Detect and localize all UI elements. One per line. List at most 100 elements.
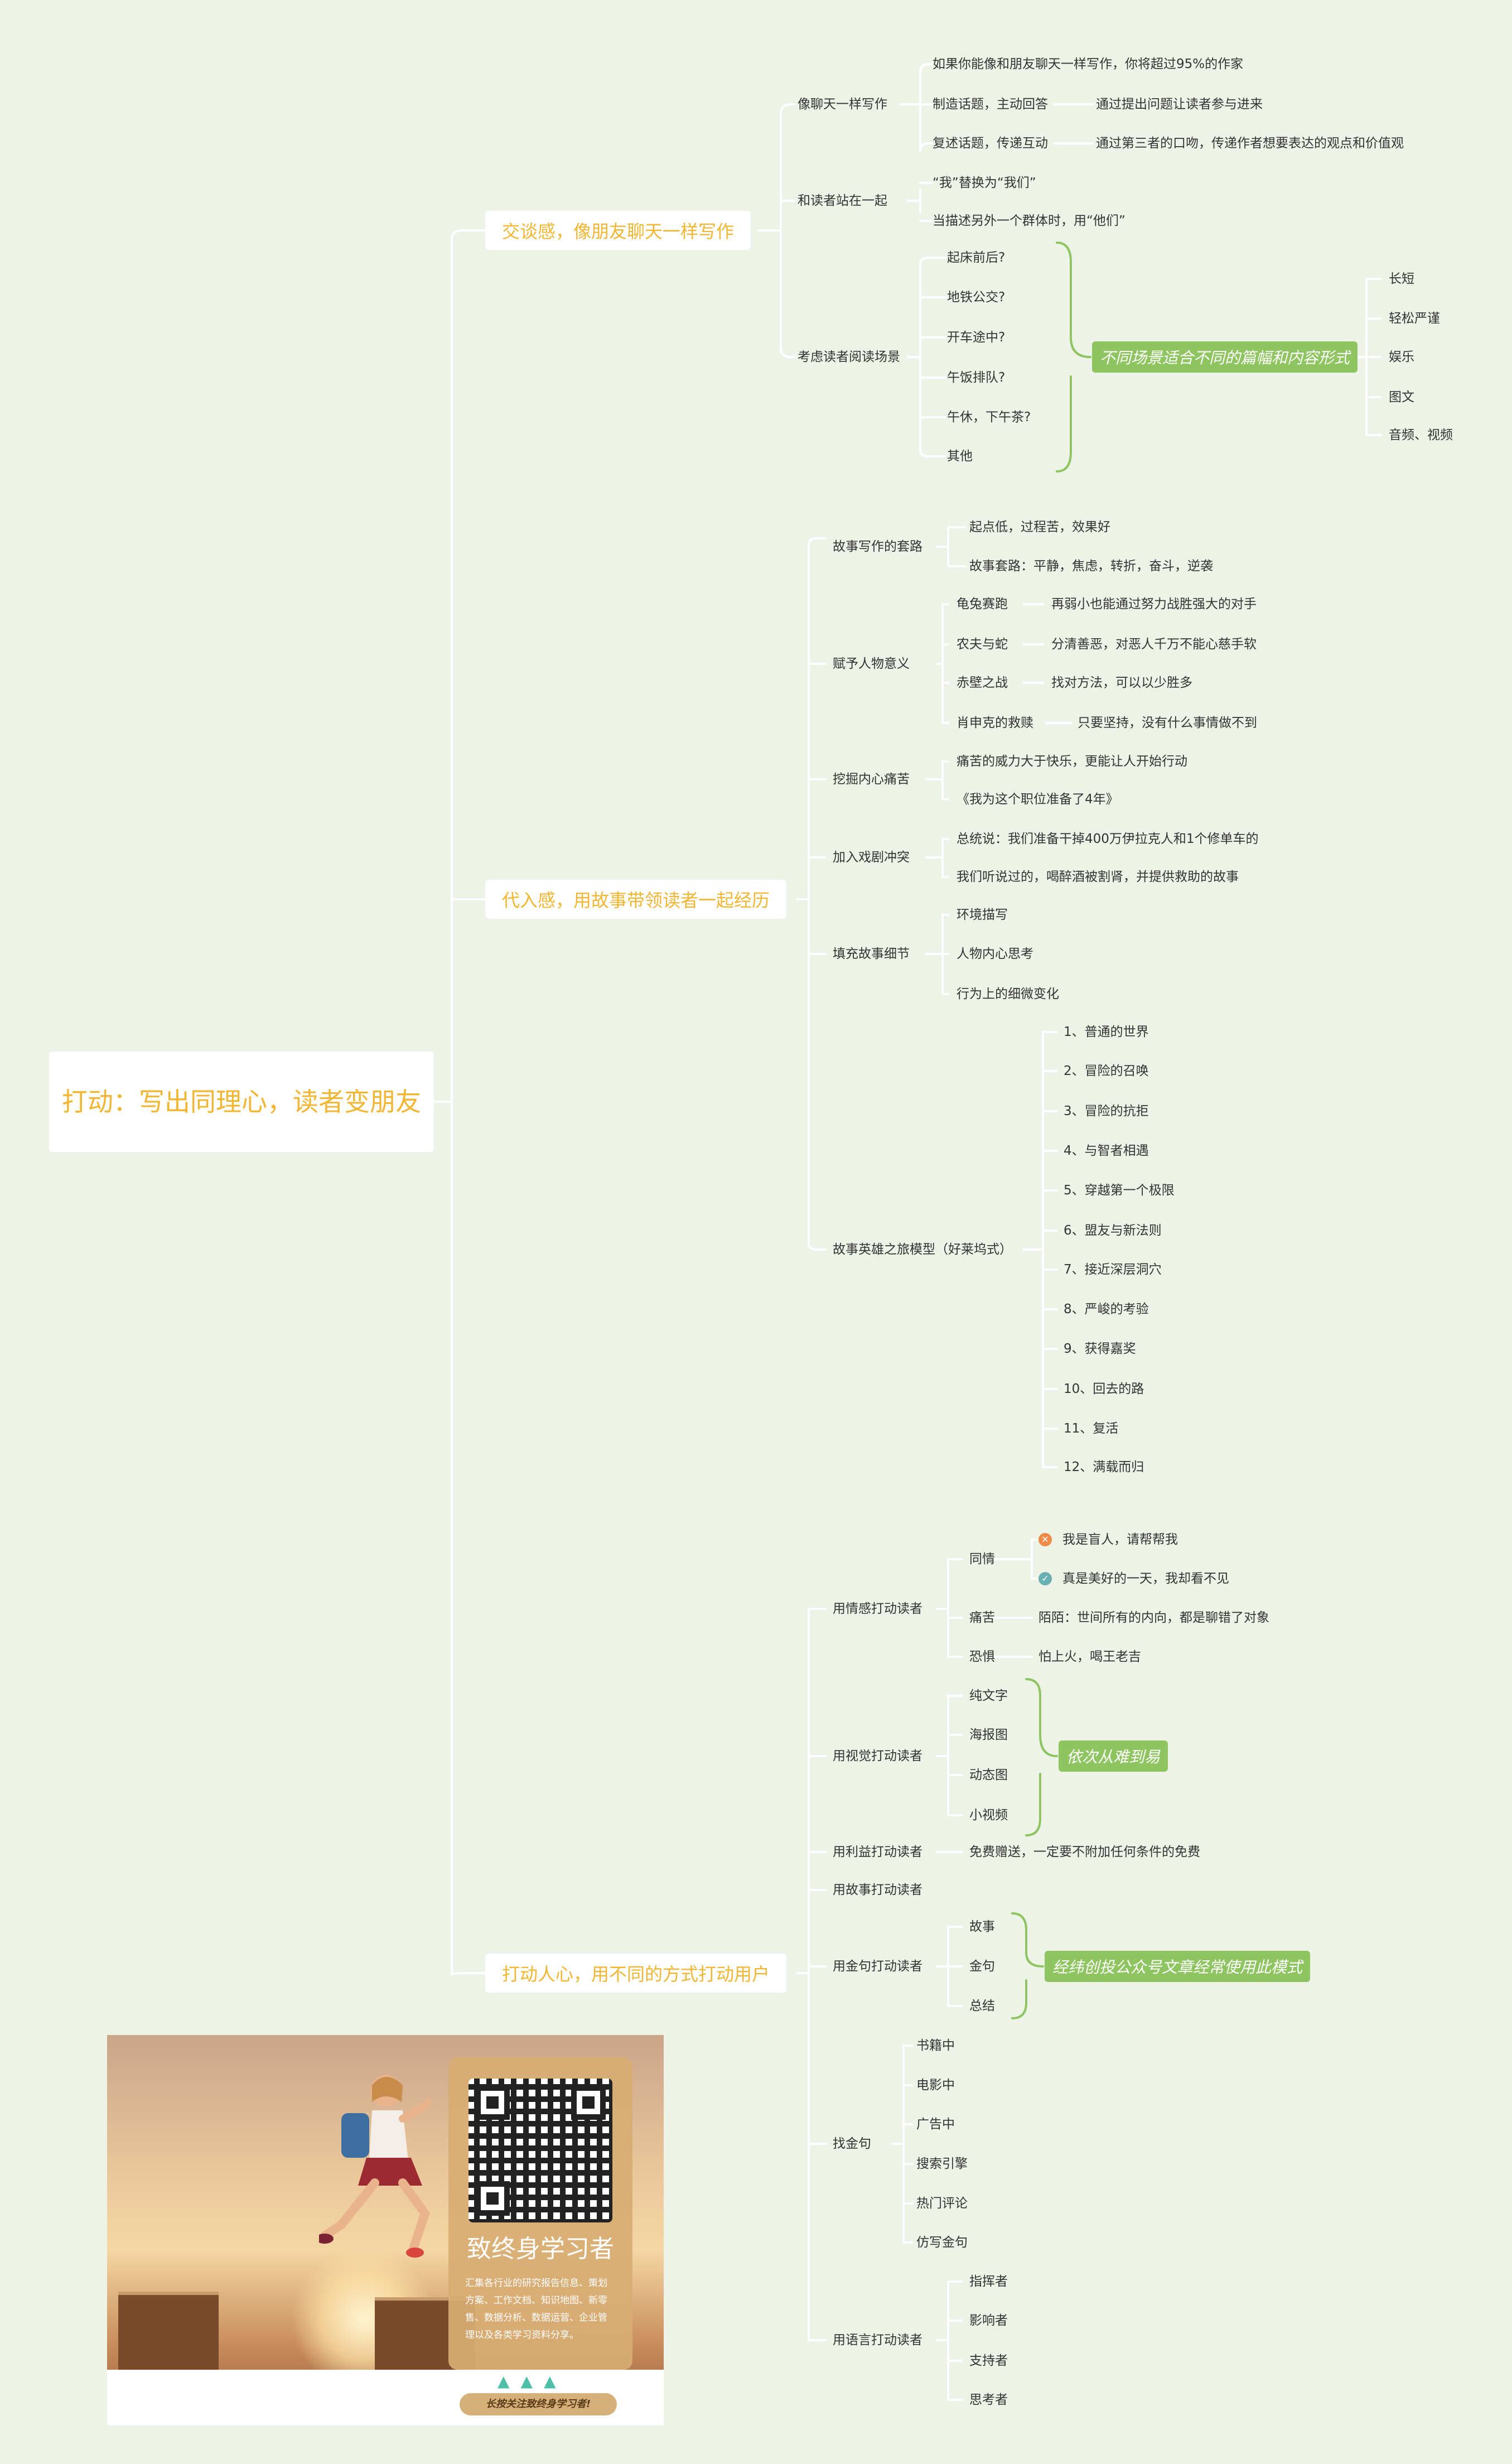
topic-detail[interactable]: 填充故事细节 (833, 946, 910, 962)
drama-item[interactable]: 总统说：我们准备干掉400万伊拉克人和1个修单车的 (957, 831, 1259, 847)
golden-item[interactable]: 总结 (969, 1998, 995, 2014)
qr-code[interactable] (468, 2079, 612, 2222)
topic-chat[interactable]: 像聊天一样写作 (798, 96, 887, 113)
hero-step[interactable]: 4、与智者相遇 (1064, 1142, 1149, 1159)
branch-touching[interactable]: 打动人心，用不同的方式打动用户 (485, 1954, 786, 1993)
visual-item[interactable]: 动态图 (969, 1767, 1008, 1783)
chat-note[interactable]: 通过提出问题让读者参与进来 (1096, 96, 1263, 113)
visual-item[interactable]: 海报图 (969, 1727, 1008, 1743)
hero-step[interactable]: 8、严峻的考验 (1064, 1301, 1149, 1318)
meaning-item[interactable]: 农夫与蛇 (957, 636, 1008, 653)
pain-note[interactable]: 陌陌：世间所有的内向，都是聊错了对象 (1038, 1609, 1269, 1626)
detail-item[interactable]: 行为上的细微变化 (957, 986, 1059, 1002)
stand-item[interactable]: “我”替换为“我们” (933, 175, 1036, 191)
hero-step[interactable]: 1、普通的世界 (1064, 1024, 1149, 1040)
chat-item[interactable]: 制造话题，主动回答 (933, 96, 1048, 113)
hero-step[interactable]: 12、满载而归 (1064, 1459, 1144, 1475)
language-item[interactable]: 支持者 (969, 2352, 1008, 2369)
drama-item[interactable]: 我们听说过的，喝醉酒被割肾，并提供救助的故事 (957, 869, 1239, 885)
routine-item[interactable]: 起点低，过程苦，效果好 (969, 519, 1110, 536)
visual-item[interactable]: 小视频 (969, 1807, 1008, 1824)
root-node[interactable]: 打动：写出同理心，读者变朋友 (49, 1052, 434, 1152)
meaning-note[interactable]: 再弱小也能通过努力战胜强大的对手 (1051, 596, 1257, 613)
hero-step[interactable]: 10、回去的路 (1064, 1381, 1144, 1397)
language-item[interactable]: 思考者 (969, 2391, 1008, 2408)
emotion-pain[interactable]: 痛苦 (969, 1609, 995, 1626)
hero-step[interactable]: 3、冒险的抗拒 (1064, 1103, 1149, 1120)
branch-conversation[interactable]: 交谈感，像朋友聊天一样写作 (485, 211, 751, 250)
scene-item[interactable]: 午休，下午茶? (947, 409, 1031, 426)
topic-story[interactable]: 用故事打动读者 (833, 1882, 922, 1898)
hero-step[interactable]: 11、复活 (1064, 1420, 1118, 1437)
find-item[interactable]: 搜索引擎 (916, 2156, 968, 2172)
find-item[interactable]: 广告中 (916, 2116, 955, 2133)
topic-emotion[interactable]: 用情感打动读者 (833, 1600, 922, 1617)
scene-item[interactable]: 起床前后? (947, 249, 1005, 266)
topic-golden[interactable]: 用金句打动读者 (833, 1958, 922, 1975)
meaning-item[interactable]: 赤壁之战 (957, 674, 1008, 691)
branch-label: 代入感，用故事带领读者一起经历 (502, 890, 770, 911)
meaning-item[interactable]: 肖申克的救赎 (957, 715, 1033, 731)
topic-language[interactable]: 用语言打动读者 (833, 2332, 922, 2349)
visual-item[interactable]: 纯文字 (969, 1687, 1008, 1704)
pain-item[interactable]: 痛苦的威力大于快乐，更能让人开始行动 (957, 753, 1187, 770)
scene-form[interactable]: 音频、视频 (1389, 427, 1453, 443)
scene-form[interactable]: 娱乐 (1389, 349, 1414, 365)
golden-item[interactable]: 故事 (969, 1918, 995, 1935)
topic-find-golden[interactable]: 找金句 (833, 2135, 871, 2152)
topic-drama[interactable]: 加入戏剧冲突 (833, 849, 910, 866)
benefit-note[interactable]: 免费赠送，一定要不附加任何条件的免费 (969, 1844, 1200, 1860)
scene-form[interactable]: 轻松严谨 (1389, 310, 1440, 327)
hero-step[interactable]: 7、接近深层洞穴 (1064, 1261, 1162, 1278)
meaning-note[interactable]: 分清善恶，对恶人千万不能心慈手软 (1051, 636, 1257, 653)
meaning-note[interactable]: 找对方法，可以以少胜多 (1051, 674, 1192, 691)
follow-banner[interactable]: 长按关注致终身学习者! (460, 2393, 617, 2415)
pain-item[interactable]: 《我为这个职位准备了4年》 (957, 791, 1119, 808)
find-item[interactable]: 仿写金句 (916, 2234, 968, 2251)
detail-item[interactable]: 环境描写 (957, 906, 1008, 923)
emotion-sympathy[interactable]: 同情 (969, 1551, 995, 1568)
sympathy-item[interactable]: 我是盲人，请帮帮我 (1062, 1531, 1178, 1548)
topic-hero-journey[interactable]: 故事英雄之旅模型（好莱坞式） (833, 1241, 1012, 1258)
language-item[interactable]: 指挥者 (969, 2273, 1008, 2290)
find-item[interactable]: 书籍中 (916, 2037, 955, 2054)
hero-step[interactable]: 6、盟友与新法则 (1064, 1222, 1162, 1239)
visual-summary-note[interactable]: 依次从难到易 (1059, 1740, 1168, 1772)
promo-poster[interactable]: 致终身学习者 汇集各行业的研究报告信息、策划方案、工作文档、知识地图、新零售、数… (107, 2035, 664, 2426)
topic-visual[interactable]: 用视觉打动读者 (833, 1748, 922, 1764)
emotion-fear[interactable]: 恐惧 (969, 1648, 995, 1665)
chat-note[interactable]: 通过第三者的口吻，传递作者想要表达的观点和价值观 (1096, 135, 1404, 152)
topic-routine[interactable]: 故事写作的套路 (833, 538, 922, 555)
hero-step[interactable]: 9、获得嘉奖 (1064, 1341, 1136, 1357)
detail-item[interactable]: 人物内心思考 (957, 946, 1033, 962)
scene-item[interactable]: 其他 (947, 448, 973, 465)
branch-immersion[interactable]: 代入感，用故事带领读者一起经历 (485, 880, 786, 919)
hero-step[interactable]: 5、穿越第一个极限 (1064, 1182, 1175, 1199)
scene-form[interactable]: 图文 (1389, 389, 1414, 406)
topic-meaning[interactable]: 赋予人物意义 (833, 655, 910, 672)
chat-item[interactable]: 复述话题，传递互动 (933, 135, 1048, 152)
scene-summary-note[interactable]: 不同场景适合不同的篇幅和内容形式 (1092, 341, 1358, 373)
topic-benefit[interactable]: 用利益打动读者 (833, 1844, 922, 1860)
topic-pain[interactable]: 挖掘内心痛苦 (833, 771, 910, 788)
scene-form[interactable]: 长短 (1389, 271, 1414, 287)
scene-item[interactable]: 午饭排队? (947, 369, 1005, 386)
golden-summary-note[interactable]: 经纬创投公众号文章经常使用此模式 (1045, 1951, 1310, 1982)
meaning-item[interactable]: 龟兔赛跑 (957, 596, 1008, 613)
language-item[interactable]: 影响者 (969, 2312, 1008, 2329)
meaning-note[interactable]: 只要坚持，没有什么事情做不到 (1078, 715, 1257, 731)
sympathy-item[interactable]: 真是美好的一天，我却看不见 (1062, 1570, 1229, 1587)
routine-item[interactable]: 故事套路：平静，焦虑，转折，奋斗，逆袭 (969, 558, 1213, 575)
fear-note[interactable]: 怕上火，喝王老吉 (1038, 1648, 1141, 1665)
find-item[interactable]: 电影中 (916, 2077, 955, 2094)
golden-item[interactable]: 金句 (969, 1958, 995, 1975)
scene-item[interactable]: 开车途中? (947, 329, 1005, 346)
find-item[interactable]: 热门评论 (916, 2195, 968, 2212)
poster-title: 致终身学习者 (448, 2234, 632, 2265)
chat-item[interactable]: 如果你能像和朋友聊天一样写作，你将超过95%的作家 (933, 56, 1243, 73)
scene-item[interactable]: 地铁公交? (947, 289, 1005, 306)
topic-scene[interactable]: 考虑读者阅读场景 (798, 349, 900, 365)
topic-stand[interactable]: 和读者站在一起 (798, 192, 887, 209)
hero-step[interactable]: 2、冒险的召唤 (1064, 1063, 1149, 1079)
stand-item[interactable]: 当描述另外一个群体时，用“他们” (933, 213, 1125, 229)
